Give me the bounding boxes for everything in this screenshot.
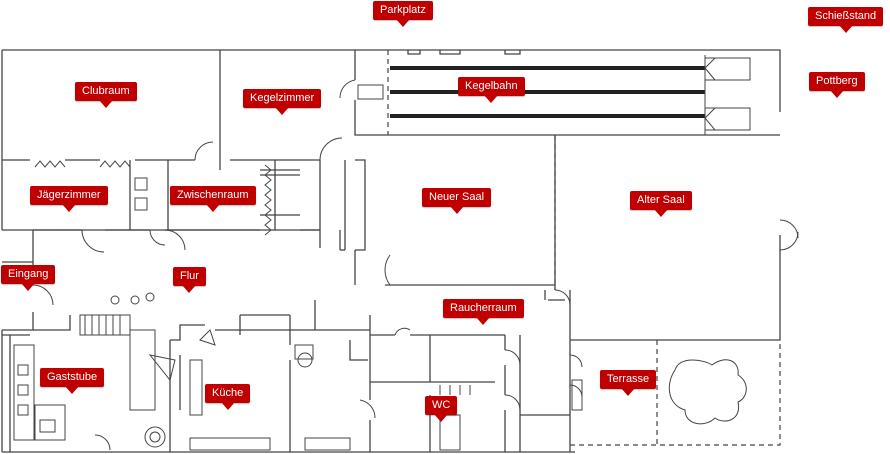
window-zigzag <box>34 160 66 168</box>
eingang-marker[interactable]: Eingang <box>1 265 56 291</box>
terrasse-marker[interactable]: Terrasse <box>600 370 657 396</box>
kegelzimmer-marker[interactable]: Kegelzimmer <box>243 89 322 115</box>
folding-wall <box>264 164 272 236</box>
gaststube-marker[interactable]: Gaststube <box>40 368 105 394</box>
parkplatz-marker[interactable]: Parkplatz <box>373 1 433 27</box>
neuer-saal-marker[interactable]: Neuer Saal <box>422 188 492 214</box>
terrace-outline <box>570 340 781 446</box>
alter-saal-marker[interactable]: Alter Saal <box>630 191 692 217</box>
clubraum-marker[interactable]: Clubraum <box>75 82 137 108</box>
kegelbahn-marker[interactable]: Kegelbahn <box>458 77 525 103</box>
schiessstand-marker[interactable]: Schießstand <box>808 7 884 33</box>
doors <box>32 79 799 451</box>
upper-walls <box>2 50 780 290</box>
zwischenraum-marker[interactable]: Zwischenraum <box>170 186 256 212</box>
fixtures <box>13 177 583 451</box>
flur-marker[interactable]: Flur <box>173 267 206 293</box>
jaegerzimmer-marker[interactable]: Jägerzimmer <box>30 186 108 212</box>
partition-wall <box>260 169 300 216</box>
window-zigzag <box>99 160 131 168</box>
wc-marker[interactable]: WC <box>425 396 458 422</box>
kueche-marker[interactable]: Küche <box>205 384 251 410</box>
raucherraum-marker[interactable]: Raucherraum <box>443 299 524 325</box>
bowling-lanes <box>357 55 751 135</box>
pottberg-marker[interactable]: Pottberg <box>809 72 865 98</box>
outer-walls <box>1 49 781 453</box>
lower-walls <box>2 229 571 452</box>
